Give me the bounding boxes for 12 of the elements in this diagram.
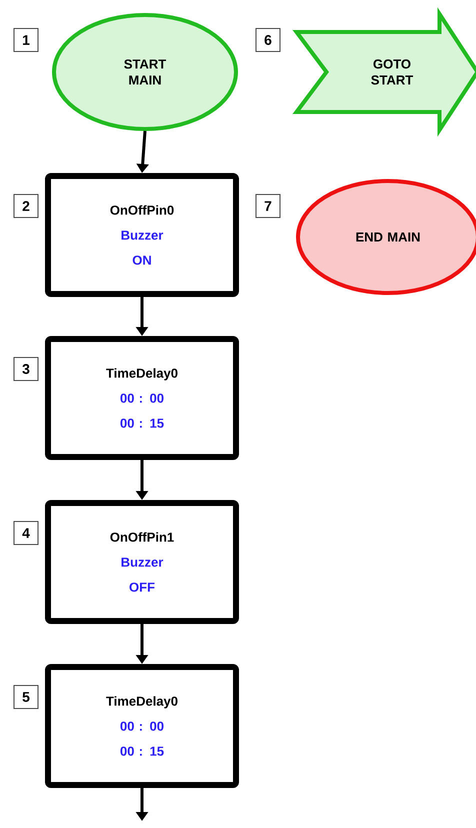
callout-number: 2 [14,194,38,218]
callout-number: 7 [256,194,280,218]
process-box: OnOffPin0 Buzzer ON [45,173,239,297]
process-box: OnOffPin1 Buzzer OFF [45,500,239,624]
callout-number: 5 [14,685,38,709]
process-box: TimeDelay0 00 : 00 00 : 15 [45,664,239,788]
goto-chevron: GOTO START [292,7,476,137]
callout-number: 6 [256,28,280,52]
callout-number: 3 [14,357,38,381]
callout-number: 1 [14,28,38,52]
process-box: TimeDelay0 00 : 00 00 : 15 [45,336,239,460]
callout-number: 4 [14,521,38,545]
